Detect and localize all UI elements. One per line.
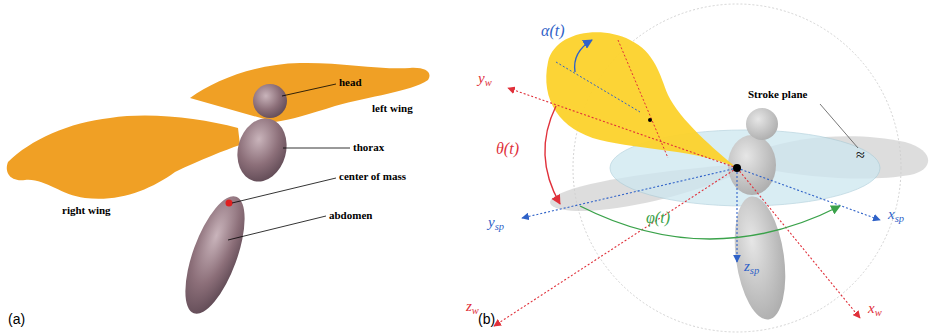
wing-reference-line xyxy=(556,62,640,112)
insect-b xyxy=(494,4,928,332)
part-label: head xyxy=(339,76,362,88)
wing-chord-line xyxy=(618,40,668,158)
part-label: thorax xyxy=(353,141,384,153)
part-label: abdomen xyxy=(329,209,372,221)
pivot-dot xyxy=(733,164,741,172)
axis-label: zsp xyxy=(744,258,759,276)
part-label: left wing xyxy=(372,102,413,114)
axis-label: xsp xyxy=(888,206,904,224)
plane-label: Stroke plane xyxy=(748,88,807,100)
axis-label: yw xyxy=(478,70,492,88)
thorax-shape xyxy=(231,113,294,187)
gray-head xyxy=(746,108,778,140)
yellow-wing xyxy=(546,32,737,168)
part-label: center of mass xyxy=(339,170,406,182)
stroke-plane-leader xyxy=(820,104,858,148)
head-shape xyxy=(253,84,287,118)
center-of-mass-dot xyxy=(226,200,233,207)
axis-label: xw xyxy=(868,300,882,318)
insect-a xyxy=(7,63,430,321)
right-wing-shape xyxy=(7,116,240,199)
phi-arc xyxy=(580,206,840,239)
axis-label: zw xyxy=(466,298,479,316)
axis-label: ysp xyxy=(488,214,504,232)
alpha-arc xyxy=(575,40,592,72)
abdomen-shape xyxy=(173,189,257,321)
theta-arc xyxy=(545,106,560,204)
plane-symbol: ≈ xyxy=(856,146,865,164)
panel-label: (b) xyxy=(478,312,495,327)
wing-point xyxy=(648,118,652,122)
angle-label: θ(t) xyxy=(496,140,519,158)
angle-label: φ(t) xyxy=(646,209,670,227)
angle-label: α(t) xyxy=(541,22,565,40)
gray-thorax xyxy=(728,135,776,195)
axes xyxy=(494,88,880,326)
part-label: right wing xyxy=(62,204,111,216)
left-wing-shape xyxy=(190,63,429,122)
panel-label: (a) xyxy=(8,312,25,327)
